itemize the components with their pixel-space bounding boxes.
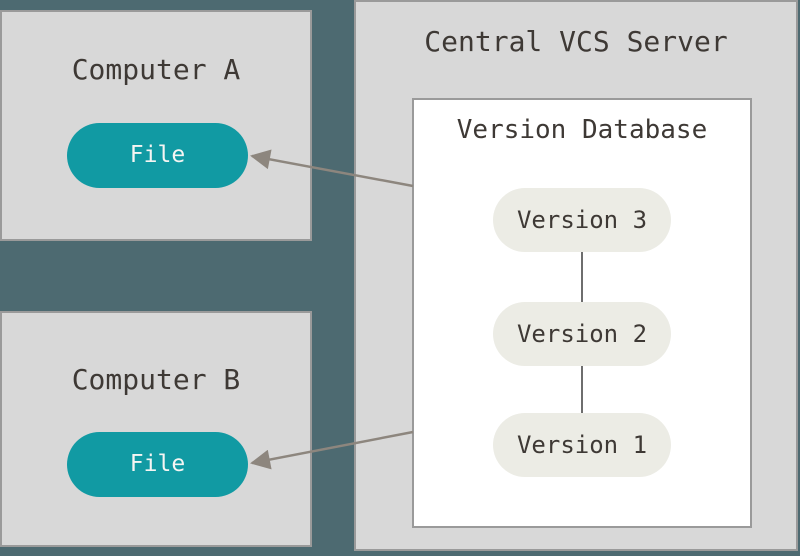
computer-a-panel: Computer A File — [0, 10, 312, 241]
connector-line-v3-v2 — [581, 252, 583, 302]
connector-line-v2-v1 — [581, 366, 583, 413]
computer-b-file-node: File — [67, 432, 248, 497]
central-vcs-server-panel: Central VCS Server Version Database Vers… — [354, 0, 798, 551]
version-database-box: Version Database Version 3 Version 2 Ver… — [412, 98, 752, 528]
central-vcs-server-title: Central VCS Server — [424, 25, 728, 58]
version-2-node: Version 2 — [493, 302, 671, 366]
computer-b-panel: Computer B File — [0, 311, 312, 547]
computer-b-title: Computer B — [71, 363, 241, 396]
computer-a-file-node: File — [67, 123, 248, 188]
computer-a-title: Computer A — [71, 53, 241, 86]
version-3-node: Version 3 — [493, 188, 671, 252]
version-database-title: Version Database — [456, 115, 708, 145]
version-1-node: Version 1 — [493, 413, 671, 477]
